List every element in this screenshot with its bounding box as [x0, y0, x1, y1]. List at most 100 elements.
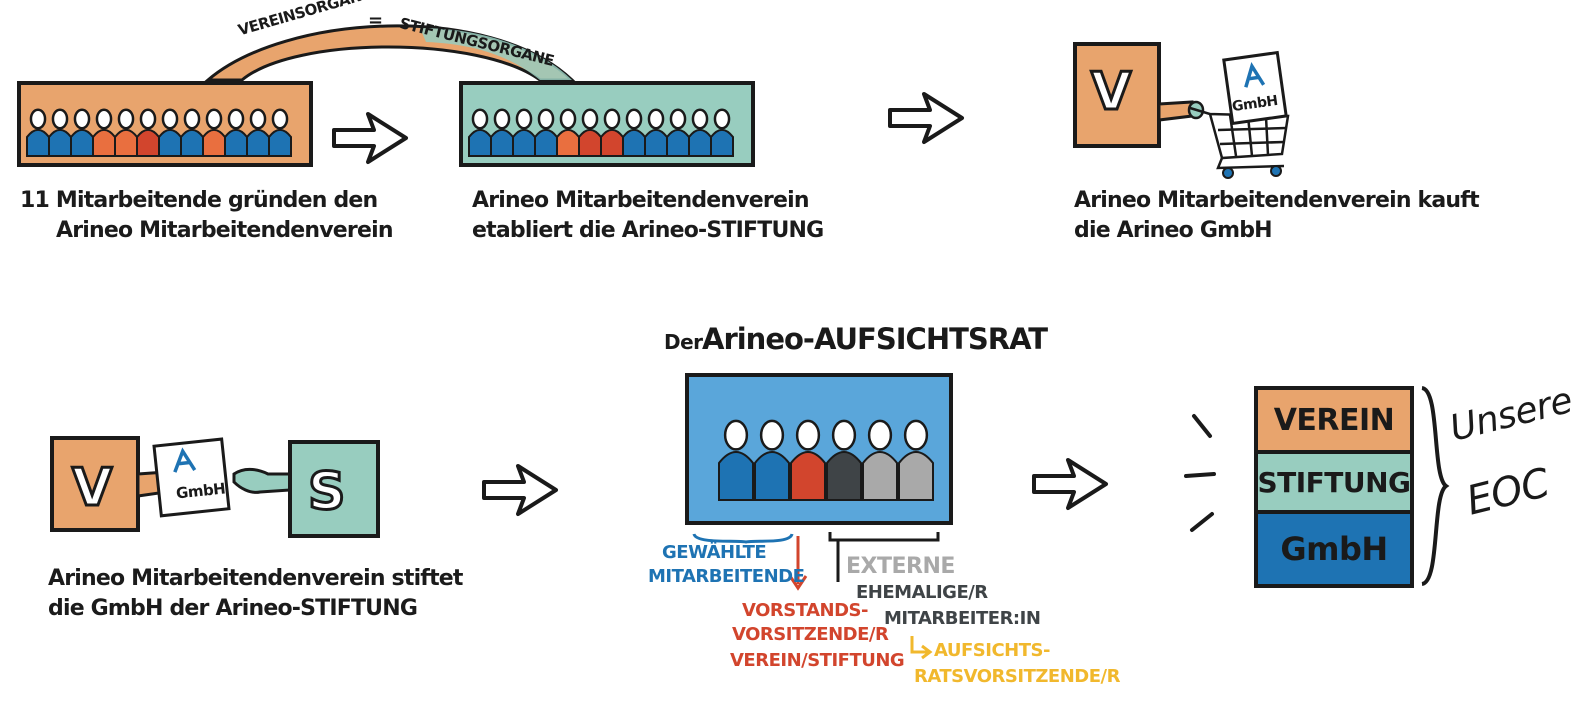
- person-body: [468, 128, 492, 157]
- step1-caption: 11 Mitarbeitende gründen den Arineo Mita…: [20, 186, 394, 246]
- person-body: [224, 128, 248, 157]
- person-body: [92, 128, 116, 157]
- donation-illustration: [50, 436, 380, 538]
- person-head: [471, 108, 489, 130]
- arrow-icon: [482, 464, 558, 516]
- person-body: [268, 128, 292, 157]
- person-head: [537, 108, 555, 130]
- person-head: [723, 419, 749, 451]
- person-head: [559, 108, 577, 130]
- stack-verein: VEREIN: [1254, 386, 1414, 454]
- person-body: [718, 450, 754, 501]
- return-arrow-icon: [910, 636, 933, 660]
- step4-caption: Arineo Mitarbeitendenverein stiftet die …: [48, 564, 463, 624]
- person-head: [205, 108, 223, 130]
- label-elected-line1: GEWÄHLTE: [662, 542, 767, 563]
- person-head: [117, 108, 135, 130]
- person-head: [29, 108, 47, 130]
- person-body: [180, 128, 204, 157]
- person-body: [246, 128, 270, 157]
- stack-stiftung-label: STIFTUNG: [1257, 465, 1411, 499]
- stack-gmbh-label: GmbH: [1280, 530, 1388, 568]
- arrow-icon: [332, 112, 408, 164]
- step4-letter-v: V: [71, 457, 114, 520]
- person-head: [271, 108, 289, 130]
- person-body: [666, 128, 690, 157]
- step4-letter-s: S: [307, 461, 347, 524]
- person-head: [713, 108, 731, 130]
- person-head: [625, 108, 643, 130]
- label-chair-line3: VEREIN/STIFTUNG: [730, 650, 905, 671]
- label-former-line2: MITARBEITER:IN: [884, 608, 1041, 629]
- step2-caption-line2: etabliert die Arineo-STIFTUNG: [472, 218, 824, 243]
- person-head: [161, 108, 179, 130]
- step3-caption: Arineo Mitarbeitendenverein kauft die Ar…: [1074, 186, 1480, 246]
- person-head: [867, 419, 893, 451]
- person-body: [790, 450, 826, 501]
- person-head: [831, 419, 857, 451]
- foundation-panel: [459, 81, 755, 167]
- person-body: [556, 128, 580, 157]
- person-head: [493, 108, 511, 130]
- person-body: [158, 128, 182, 157]
- person-body: [898, 450, 934, 501]
- person-body: [688, 128, 712, 157]
- purchase-illustration: [1073, 42, 1290, 179]
- person-head: [603, 108, 621, 130]
- step3-logo-letter: V: [1090, 61, 1133, 124]
- person-head: [669, 108, 687, 130]
- step2-caption: Arineo Mitarbeitendenverein etabliert di…: [472, 186, 824, 246]
- person-body: [26, 128, 50, 157]
- person-body: [600, 128, 624, 157]
- organs-bridge: [203, 24, 576, 82]
- person-head: [691, 108, 709, 130]
- person-head: [647, 108, 665, 130]
- step2-caption-line1: Arineo Mitarbeitendenverein: [472, 188, 810, 213]
- person-body: [136, 128, 160, 157]
- step3-caption-line2: die Arineo GmbH: [1074, 218, 1273, 243]
- stack-gmbh: GmbH: [1254, 514, 1414, 588]
- eoc-stack: VEREIN STIFTUNG GmbH: [1254, 386, 1414, 588]
- eoc-note-line2: EOC: [1462, 459, 1554, 525]
- label-former-line1: EHEMALIGE/R: [856, 582, 988, 603]
- person-body: [644, 128, 668, 157]
- person-body: [710, 128, 734, 157]
- step3-caption-line1: Arineo Mitarbeitendenverein kauft: [1074, 188, 1480, 213]
- person-body: [490, 128, 514, 157]
- person-body: [826, 450, 862, 501]
- founders-panel: [17, 81, 313, 167]
- person-head: [581, 108, 599, 130]
- person-head: [51, 108, 69, 130]
- stack-verein-label: VEREIN: [1273, 402, 1395, 438]
- person-head: [759, 419, 785, 451]
- person-body: [862, 450, 898, 501]
- curly-brace-icon: [1421, 386, 1450, 586]
- person-body: [578, 128, 602, 157]
- label-elected-line2: MITARBEITENDE: [648, 566, 805, 587]
- board-title-prefix: Der: [664, 330, 703, 354]
- person-body: [622, 128, 646, 157]
- person-body: [202, 128, 226, 157]
- person-head: [227, 108, 245, 130]
- arrow-icon: [888, 92, 964, 144]
- person-body: [534, 128, 558, 157]
- label-supervisory-line2: RATSVORSITZENDE/R: [914, 666, 1120, 687]
- stack-stiftung: STIFTUNG: [1254, 454, 1414, 514]
- board-role-brackets: [692, 532, 940, 591]
- supervisory-board-panel: [685, 373, 953, 525]
- eoc-note-line1: Unsere: [1446, 379, 1577, 450]
- step4-caption-line1: Arineo Mitarbeitendenverein stiftet: [48, 566, 463, 591]
- label-chair-line1: VORSTANDS-: [742, 600, 869, 621]
- step4-caption-line2: die GmbH der Arineo-STIFTUNG: [48, 596, 418, 621]
- person-head: [795, 419, 821, 451]
- person-head: [515, 108, 533, 130]
- emphasis-lines-icon: [1184, 414, 1216, 532]
- person-head: [73, 108, 91, 130]
- person-head: [95, 108, 113, 130]
- label-chair-line2: VORSITZENDE/R: [732, 624, 889, 645]
- person-body: [114, 128, 138, 157]
- arrow-icon: [1032, 458, 1108, 510]
- person-head: [139, 108, 157, 130]
- person-head: [183, 108, 201, 130]
